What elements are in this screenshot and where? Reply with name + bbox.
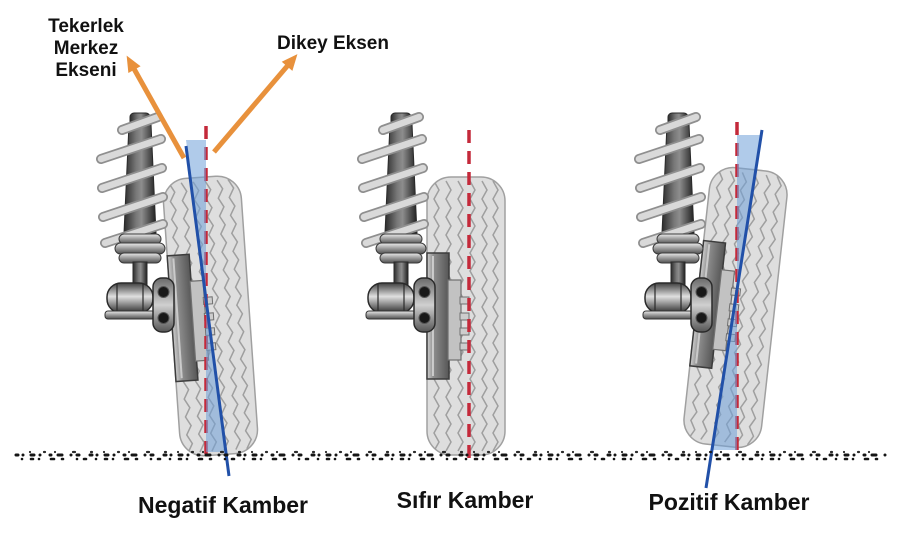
vertical-axis-label: Dikey Eksen [277, 33, 389, 54]
wheel-center-axis-line-negative [184, 145, 231, 477]
wheel-axis-arrow [126, 55, 187, 160]
wheel-center-axis-label: Tekerlek Merkez Ekseni [48, 16, 124, 81]
ground-line [14, 450, 888, 461]
positive-camber-wheel-assembly [639, 113, 790, 489]
suspension-strut-illustration [639, 113, 712, 332]
negative-camber-wheel-assembly [101, 113, 259, 477]
suspension-strut-illustration [101, 113, 174, 332]
suspension-strut-illustration [362, 113, 435, 332]
wheel-center-axis-line-positive [704, 129, 764, 489]
zero-camber-wheel-assembly [362, 113, 505, 458]
caption-positive-camber: Pozitif Kamber [648, 489, 810, 515]
caption-zero-camber: Sıfır Kamber [396, 487, 534, 513]
caption-negative-camber: Negatif Kamber [138, 492, 308, 518]
vertical-axis-arrow [212, 54, 298, 154]
tire-illustration [427, 177, 505, 455]
